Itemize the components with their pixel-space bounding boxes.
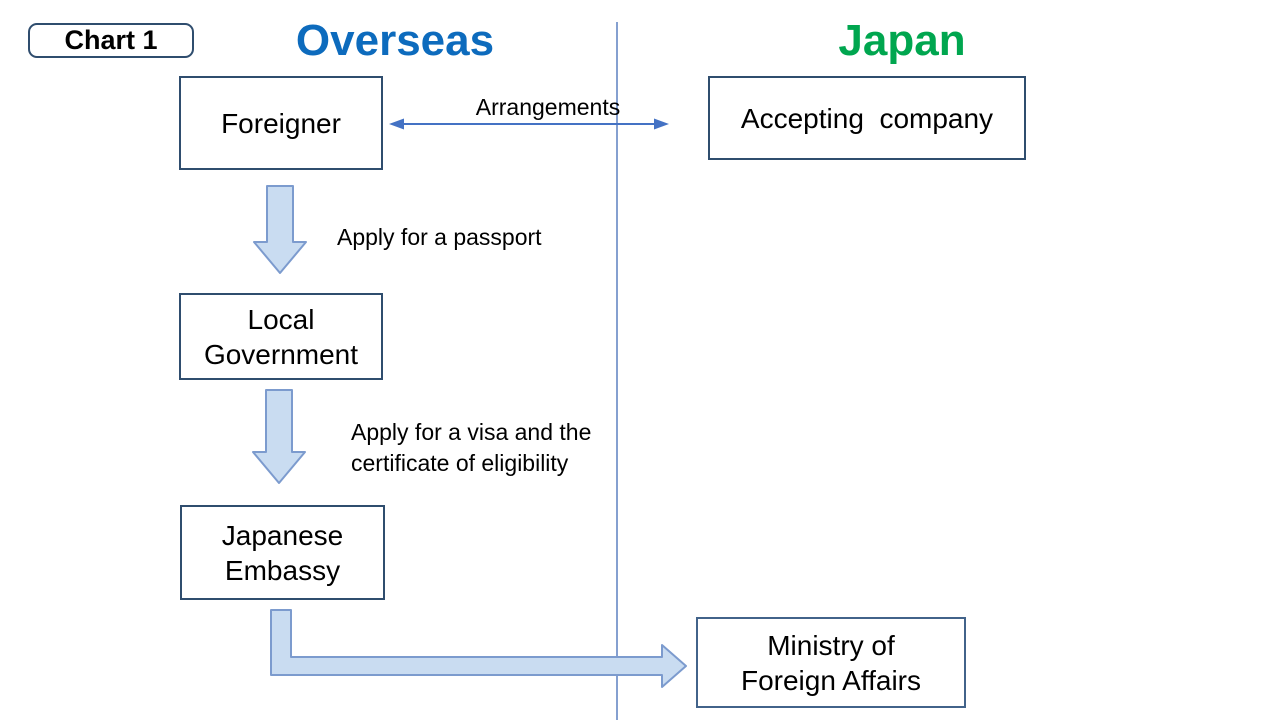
arrangements-label: Arrangements [475, 94, 621, 120]
apply-visa-label-line1: Apply for a visa and the [351, 419, 592, 445]
ministry-of-foreign-affairs-box: Ministry of Foreign Affairs [696, 617, 966, 708]
down-arrow-visa [252, 389, 306, 484]
ministry-label-line1: Ministry of [767, 629, 895, 661]
local-government-box: Local Government [179, 293, 383, 380]
apply-visa-label: Apply for a visa and the certificate of … [351, 417, 591, 479]
japanese-embassy-label-line2: Embassy [224, 554, 341, 586]
japanese-embassy-label-line1: Japanese [221, 519, 344, 551]
accepting-company-label: Accepting company [740, 102, 994, 134]
arrow-left-head-icon [389, 118, 404, 130]
chart-number-text: Chart 1 [64, 25, 158, 55]
apply-visa-label-line2: certificate of eligibility [351, 450, 569, 476]
foreigner-label: Foreigner [221, 107, 341, 139]
accepting-company-box: Accepting company [708, 76, 1026, 160]
overseas-heading: Overseas [295, 16, 495, 65]
arrow-right-head-icon [654, 118, 669, 130]
foreigner-box: Foreigner [179, 76, 383, 170]
local-government-label-line1: Local [247, 303, 315, 335]
arrangements-arrow [389, 118, 669, 130]
down-arrow-passport [253, 185, 307, 274]
japanese-embassy-box: Japanese Embassy [180, 505, 385, 600]
japan-heading: Japan [838, 16, 966, 65]
apply-passport-label: Apply for a passport [337, 224, 542, 250]
overseas-japan-divider-line [616, 22, 618, 720]
local-government-label-line2: Government [203, 338, 359, 370]
chart-number-label: Chart 1 [28, 23, 194, 58]
ministry-label-line2: Foreign Affairs [740, 664, 922, 696]
embassy-to-ministry-arrow [270, 609, 687, 688]
